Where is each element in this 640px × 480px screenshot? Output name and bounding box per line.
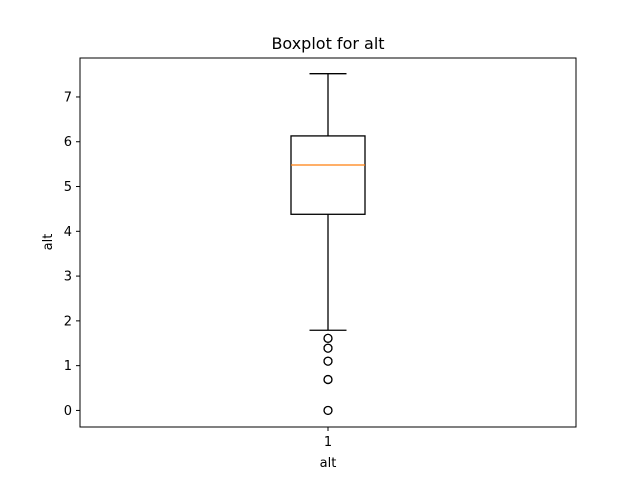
y-tick-label: 4 [64, 225, 72, 240]
y-tick-label: 1 [64, 359, 72, 374]
y-tick-label: 3 [64, 270, 72, 285]
outlier-point [323, 405, 333, 416]
x-axis-label: alt [320, 456, 337, 471]
y-axis: 0 1 2 3 4 5 6 7 [64, 90, 80, 419]
y-tick-label: 0 [64, 404, 72, 419]
outlier-point [323, 356, 333, 366]
plot-area [290, 73, 366, 416]
y-tick-label: 7 [64, 90, 72, 105]
iqr-box [290, 135, 366, 215]
y-tick-label: 6 [64, 135, 72, 150]
outlier-point [323, 374, 333, 385]
x-axis: 1 [324, 427, 332, 450]
chart-title: Boxplot for alt [271, 34, 384, 53]
y-axis-label: alt [41, 234, 56, 251]
outlier-point [323, 333, 333, 343]
y-tick-label: 2 [64, 314, 72, 329]
x-tick-label: 1 [324, 435, 332, 450]
y-tick-label: 5 [64, 180, 72, 195]
outlier-point [323, 343, 333, 353]
